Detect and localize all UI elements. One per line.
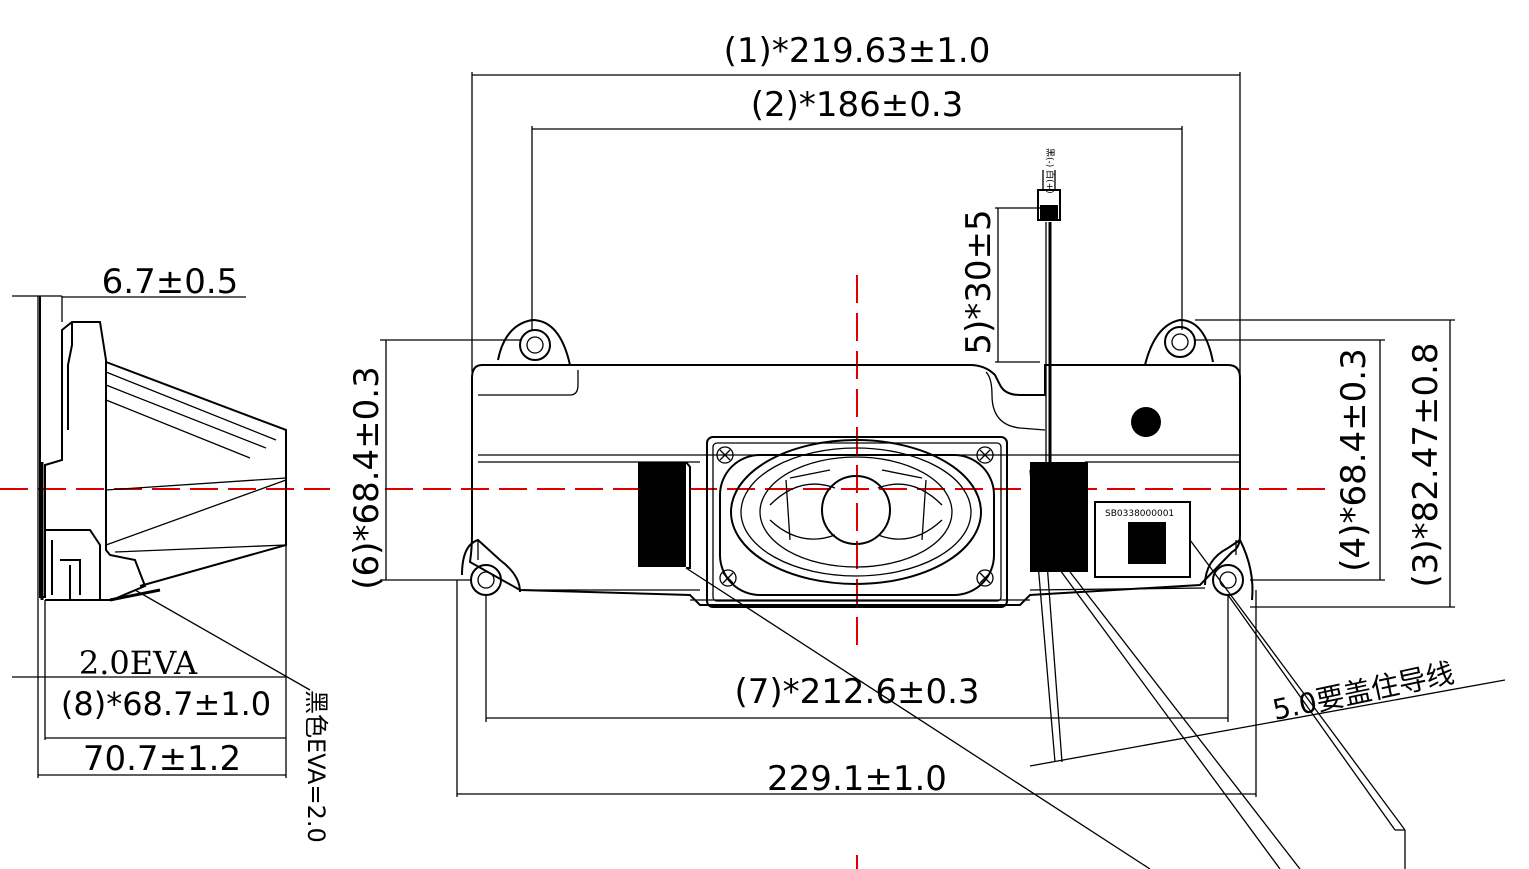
dim-3-label: (3)*82.47±0.8 bbox=[1406, 342, 1446, 587]
overall-width-label: 229.1±1.0 bbox=[767, 759, 947, 799]
dim-2-label: (2)*186±0.3 bbox=[751, 85, 964, 125]
centerlines bbox=[0, 275, 1330, 869]
dimension-labels: (1)*219.63±1.0 (2)*186±0.3 5)*30±5 (6)*6… bbox=[61, 31, 1457, 843]
dim-4-label: (4)*68.4±0.3 bbox=[1334, 348, 1374, 571]
side-view bbox=[12, 295, 311, 778]
connector-tag: 黑(-) 白(+) bbox=[1044, 148, 1056, 194]
screw-tr bbox=[976, 446, 994, 464]
dim-8-label: (8)*68.7±1.0 bbox=[61, 685, 271, 723]
side-width-label: 70.7±1.2 bbox=[83, 739, 241, 779]
screw-bl bbox=[719, 569, 737, 587]
black-eva-note: 黑色EVA=2.0 bbox=[302, 690, 330, 843]
label-code: SB0338000001 bbox=[1105, 509, 1174, 519]
eva-thickness-label: 2.0EVA bbox=[79, 644, 198, 682]
cover-wire-note: 5.0要盖住导线 bbox=[1270, 656, 1457, 727]
dim-5-label: 5)*30±5 bbox=[959, 209, 999, 354]
dimension-lines bbox=[380, 72, 1506, 869]
screw-tl bbox=[716, 446, 734, 464]
dim-6-label: (6)*68.4±0.3 bbox=[347, 366, 387, 589]
screw-br bbox=[976, 569, 994, 587]
dim-1-label: (1)*219.63±1.0 bbox=[724, 31, 991, 71]
front-view: SB0338000001 黑(-) 白(+) bbox=[461, 148, 1254, 608]
side-depth-label: 6.7±0.5 bbox=[102, 262, 239, 302]
dim-7-label: (7)*212.6±0.3 bbox=[734, 672, 979, 712]
